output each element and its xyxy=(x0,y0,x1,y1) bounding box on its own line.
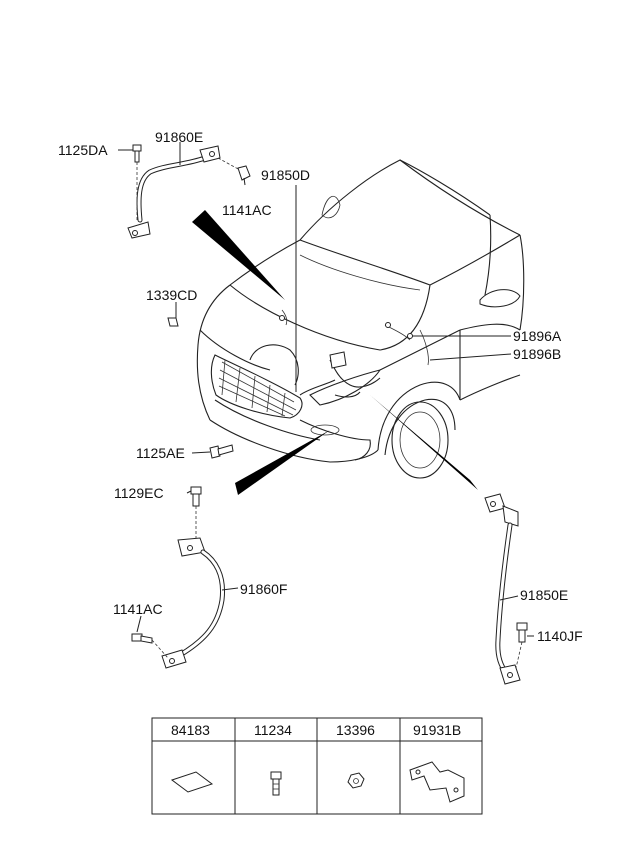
table-header-13396: 13396 xyxy=(336,722,375,738)
pad-part-icon xyxy=(170,771,214,793)
label-1125DA: 1125DA xyxy=(58,142,108,158)
cable-91850E xyxy=(484,493,528,685)
label-91896A: 91896A xyxy=(513,328,562,344)
label-91860F: 91860F xyxy=(240,581,287,597)
bolt-1125AE xyxy=(209,444,234,459)
label-1125AE: 1125AE xyxy=(136,445,185,461)
table-header-84183: 84183 xyxy=(171,722,210,738)
leader-lines xyxy=(118,142,534,637)
table-header-91931B: 91931B xyxy=(413,722,461,738)
label-1129EC: 1129EC xyxy=(114,485,164,501)
table-header-11234: 11234 xyxy=(254,722,292,738)
label-91850D: 91850D xyxy=(261,167,310,183)
callout-labels: 1125DA 91860E 1141AC 91850D 1339CD 91896… xyxy=(58,129,583,644)
label-91860E: 91860E xyxy=(155,129,203,145)
cable-91860F xyxy=(131,486,226,669)
bracket-part-icon xyxy=(409,761,465,803)
label-1141AC-bottom: 1141AC xyxy=(113,601,163,617)
label-1339CD: 1339CD xyxy=(146,287,197,303)
callout-wedges xyxy=(192,210,478,495)
vehicle-illustration xyxy=(196,159,525,479)
label-1141AC-top: 1141AC xyxy=(222,202,272,218)
fastener-1339CD xyxy=(167,317,179,327)
label-1140JF: 1140JF xyxy=(537,628,583,644)
parts-table: 84183 11234 13396 91931B xyxy=(151,717,483,815)
cable-91860E xyxy=(127,144,251,239)
label-91850E: 91850E xyxy=(520,587,568,603)
bolt-part-icon xyxy=(270,771,282,796)
label-91896B: 91896B xyxy=(513,346,561,362)
nut-part-icon xyxy=(347,772,365,789)
